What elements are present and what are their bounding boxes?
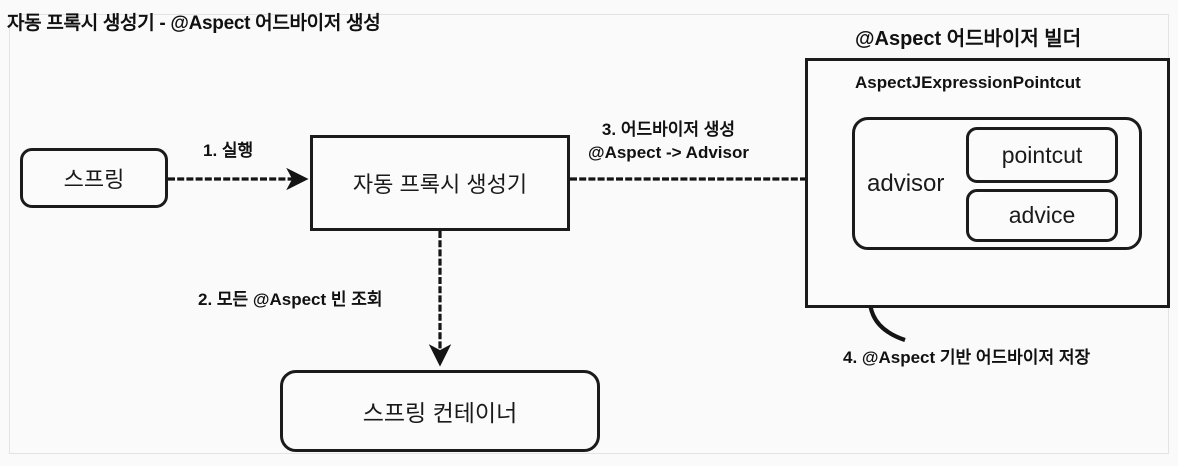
node-pointcut-label: pointcut xyxy=(1001,141,1083,168)
node-pointcut[interactable]: pointcut xyxy=(966,127,1118,183)
node-auto-proxy-creator-label: 자동 프록시 생성기 xyxy=(352,172,528,197)
edge-label-step3: 3. 어드바이저 생성 @Aspect -> Advisor xyxy=(588,119,749,165)
page-title: 자동 프록시 생성기 - @Aspect 어드바이저 생성 xyxy=(7,13,381,34)
edge-label-step1: 1. 실행 xyxy=(203,141,254,160)
node-auto-proxy-creator[interactable]: 자동 프록시 생성기 xyxy=(310,135,570,231)
edge-label-step3-line2: @Aspect -> Advisor xyxy=(588,142,749,162)
node-advice-label: advice xyxy=(1008,202,1076,228)
node-advisor-label: advisor xyxy=(867,169,945,197)
node-spring-container-label: 스프링 컨테이너 xyxy=(362,400,518,426)
node-spring-label: 스프링 xyxy=(63,167,125,192)
node-spring[interactable]: 스프링 xyxy=(20,148,168,208)
node-spring-container[interactable]: 스프링 컨테이너 xyxy=(280,370,600,452)
aspect-advisor-builder-title: @Aspect 어드바이저 빌더 xyxy=(855,28,1082,50)
edge-label-step3-line1: 3. 어드바이저 생성 xyxy=(601,120,736,139)
edge-label-step2: 2. 모든 @Aspect 빈 조회 xyxy=(198,290,383,309)
edge-label-step4: 4. @Aspect 기반 어드바이저 저장 xyxy=(843,348,1091,367)
node-advice[interactable]: advice xyxy=(966,189,1118,242)
node-aspectj-expression-pointcut-label: AspectJExpressionPointcut xyxy=(855,73,1081,92)
